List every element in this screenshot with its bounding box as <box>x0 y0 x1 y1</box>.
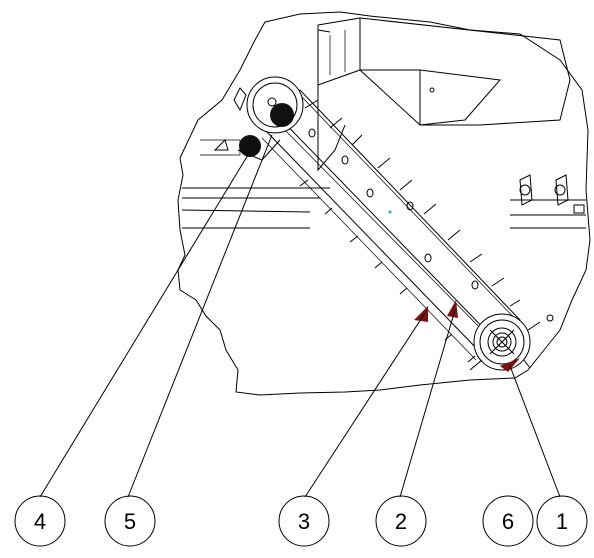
arrowhead-3 <box>414 306 428 322</box>
svg-text:2: 2 <box>395 509 407 534</box>
callout-5: 5 <box>104 495 156 547</box>
svg-text:6: 6 <box>502 509 514 534</box>
svg-text:3: 3 <box>298 509 310 534</box>
right-bracket <box>510 174 586 229</box>
arrowhead-2 <box>447 300 458 318</box>
top-pulley <box>237 76 304 161</box>
callout-6: 6 <box>482 495 534 547</box>
arrowheads <box>414 300 520 372</box>
svg-text:1: 1 <box>556 509 568 534</box>
callout-4: 4 <box>14 495 66 547</box>
arrowhead-1 <box>500 358 520 372</box>
callout-1: 1 <box>536 495 588 547</box>
svg-text:5: 5 <box>124 509 136 534</box>
lower-roller <box>239 135 261 157</box>
callout-2: 2 <box>375 495 427 547</box>
belt-bolts <box>308 128 479 290</box>
hopper <box>317 17 571 172</box>
center-marker <box>388 210 392 214</box>
top-roller <box>270 103 294 127</box>
leader-lines <box>39 134 561 498</box>
svg-text:4: 4 <box>34 509 46 534</box>
bottom-pulley <box>469 313 554 371</box>
callout-3: 3 <box>278 495 330 547</box>
